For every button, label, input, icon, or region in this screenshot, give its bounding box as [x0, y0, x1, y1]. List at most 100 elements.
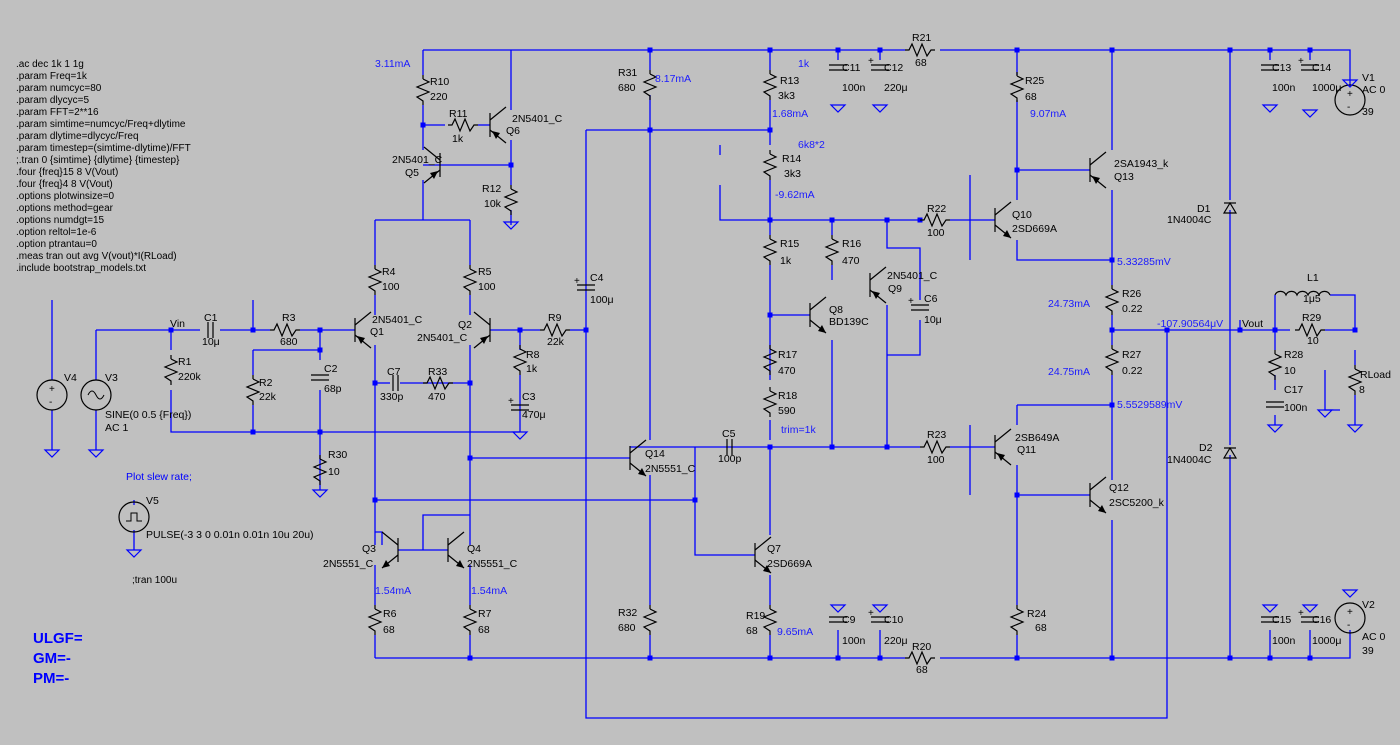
c15-capacitor[interactable]	[1261, 616, 1279, 623]
r27-resistor[interactable]	[1104, 348, 1120, 375]
q11-transistor[interactable]	[994, 428, 1012, 466]
r12-resistor[interactable]	[503, 188, 519, 215]
q2-transistor[interactable]	[473, 311, 491, 349]
junction-dot	[1109, 47, 1115, 53]
q3-transistor-arrow	[382, 560, 390, 568]
r15-resistor[interactable]	[762, 238, 778, 265]
v3-source[interactable]	[80, 379, 112, 411]
r11-resistor[interactable]	[448, 117, 478, 133]
c12-capacitor[interactable]: +	[868, 56, 889, 71]
c14-capacitor[interactable]: +	[1298, 56, 1319, 71]
r8-resistor[interactable]	[512, 348, 528, 375]
q10-transistor[interactable]	[994, 201, 1012, 239]
q7-transistor[interactable]	[754, 536, 772, 574]
l1-inductor[interactable]	[1274, 290, 1331, 297]
c1-capacitor[interactable]	[207, 322, 214, 338]
c10-capacitor[interactable]: +	[868, 608, 889, 623]
r22-resistor[interactable]	[920, 212, 950, 228]
c16-capacitor[interactable]: +	[1298, 608, 1319, 623]
c2-capacitor[interactable]	[311, 374, 329, 381]
c17-capacitor[interactable]	[1266, 401, 1284, 408]
components: + + +- + + +- + + + +-	[36, 42, 1366, 666]
label-v3-value: SINE(0 0.5 {Freq})	[105, 409, 191, 421]
q12-transistor[interactable]	[1089, 476, 1107, 514]
label-r33-value: 470	[428, 391, 446, 403]
c11-capacitor[interactable]	[829, 64, 847, 71]
r10-resistor[interactable]	[415, 78, 431, 105]
r13-resistor[interactable]	[762, 73, 778, 100]
r4-resistor[interactable]	[367, 268, 383, 295]
junction-dot	[1109, 402, 1115, 408]
label-r3-value: 680	[280, 336, 298, 348]
r7-resistor[interactable]	[462, 608, 478, 635]
r25-resistor[interactable]	[1009, 75, 1025, 102]
r14-resistor[interactable]	[762, 153, 778, 180]
r23-resistor[interactable]	[920, 439, 950, 455]
q14-transistor[interactable]	[629, 439, 647, 477]
r1-resistor[interactable]	[163, 358, 179, 385]
r17-resistor[interactable]	[762, 348, 778, 375]
label-r27-ref: R27	[1122, 349, 1141, 361]
r28-resistor[interactable]	[1267, 353, 1283, 380]
v5-source[interactable]	[118, 501, 150, 533]
r2-resistor[interactable]	[245, 378, 261, 405]
d1-diode[interactable]	[1222, 201, 1238, 214]
c3-capacitor[interactable]: +	[508, 396, 529, 411]
r9-resistor[interactable]	[540, 322, 570, 338]
q3-transistor[interactable]	[381, 531, 399, 569]
r19-resistor[interactable]	[762, 608, 778, 635]
q1-transistor[interactable]	[354, 311, 372, 349]
label-r1-value: 220k	[178, 371, 202, 383]
label-q5-value: 2N5401_C	[392, 154, 443, 166]
c13-capacitor[interactable]	[1261, 64, 1279, 71]
r16-resistor[interactable]	[824, 238, 840, 265]
r18-resistor[interactable]	[762, 390, 778, 417]
rload-gnd	[1324, 370, 1340, 411]
r21-resistor[interactable]	[905, 42, 935, 58]
q6-transistor[interactable]	[489, 106, 507, 144]
measurement-trim-note: trim=1k	[781, 424, 816, 436]
r24-resistor[interactable]	[1009, 608, 1025, 635]
q13-transistor[interactable]	[1089, 151, 1107, 189]
r3-resistor[interactable]	[270, 322, 300, 338]
label-r24-value: 68	[1035, 622, 1047, 634]
wires	[51, 47, 1358, 719]
v4-source[interactable]: +-	[36, 379, 68, 411]
ground-symbol	[1261, 104, 1279, 113]
label-r7-ref: R7	[478, 608, 492, 620]
junction-dot	[372, 380, 378, 386]
rload-resistor[interactable]	[1347, 368, 1363, 395]
label-c7-ref: C7	[387, 366, 401, 378]
label-r21-ref: R21	[912, 32, 931, 44]
r29-resistor[interactable]	[1295, 322, 1325, 338]
label-r16-value: 470	[842, 255, 860, 267]
junction-dot	[1227, 655, 1233, 661]
label-c2-value: 68p	[324, 383, 342, 395]
c9-capacitor[interactable]	[829, 616, 847, 623]
r5-resistor[interactable]	[462, 268, 478, 295]
top-rail-right	[940, 49, 1351, 85]
v1-source[interactable]: +-	[1334, 84, 1366, 116]
r33-resistor[interactable]	[423, 375, 453, 391]
r30-resistor[interactable]	[312, 458, 328, 485]
c7-capacitor[interactable]	[392, 375, 399, 391]
label-l1-value: 1μ5	[1303, 293, 1321, 305]
c4-capacitor[interactable]: +	[574, 276, 595, 291]
junction-dot	[1227, 47, 1233, 53]
r20-resistor[interactable]	[905, 650, 935, 666]
v2-source[interactable]: +-	[1334, 602, 1366, 634]
r26-resistor[interactable]	[1104, 288, 1120, 315]
c6-capacitor[interactable]: +	[908, 296, 929, 311]
r6-resistor[interactable]	[367, 608, 383, 635]
r31-resistor[interactable]	[642, 73, 658, 100]
q4-transistor[interactable]	[447, 531, 465, 569]
q5-transistor[interactable]	[423, 146, 441, 184]
q8-transistor[interactable]	[809, 296, 827, 334]
r32-resistor[interactable]	[642, 608, 658, 635]
d2-diode[interactable]	[1222, 446, 1238, 459]
q9-transistor[interactable]	[869, 266, 887, 304]
spice-directive: .options method=gear	[16, 203, 114, 214]
c5-capacitor[interactable]	[726, 439, 733, 455]
label-d2-value: 1N4004C	[1167, 454, 1212, 466]
